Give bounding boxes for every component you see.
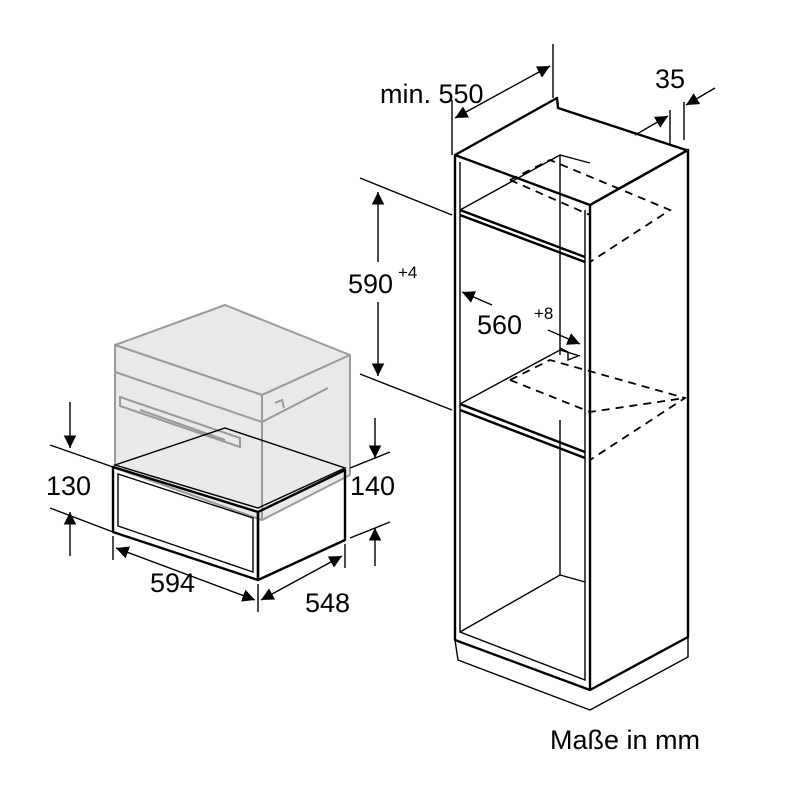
- niche-height-dimension: [359, 177, 453, 411]
- niche-width-tolerance: +8: [534, 304, 553, 323]
- niche-height-tolerance: +4: [398, 263, 417, 282]
- tall-cabinet: [453, 96, 690, 711]
- back-gap-label: 35: [655, 64, 685, 94]
- oven-appliance: [114, 304, 351, 521]
- drawer-height-side-label: 140: [350, 471, 395, 501]
- cabinet-depth-label: min. 550: [380, 79, 484, 109]
- back-gap-dimension: [634, 87, 716, 145]
- drawer-width-dimension: [112, 536, 259, 612]
- niche-height-label: 590: [348, 269, 393, 299]
- cabinet-depth-dimension: [451, 44, 554, 155]
- niche-width-label: 560: [477, 310, 522, 340]
- drawer-width-label: 594: [150, 568, 195, 598]
- drawer-depth-dimension: [260, 544, 346, 601]
- drawer-height-front-label: 130: [46, 471, 91, 501]
- drawer-height-side-dimension: [349, 418, 391, 566]
- drawer-depth-label: 548: [305, 588, 350, 618]
- units-caption: Maße in mm: [550, 725, 700, 755]
- niche-width-dimension: [461, 291, 581, 345]
- drawer-height-front-dimension: [49, 402, 114, 556]
